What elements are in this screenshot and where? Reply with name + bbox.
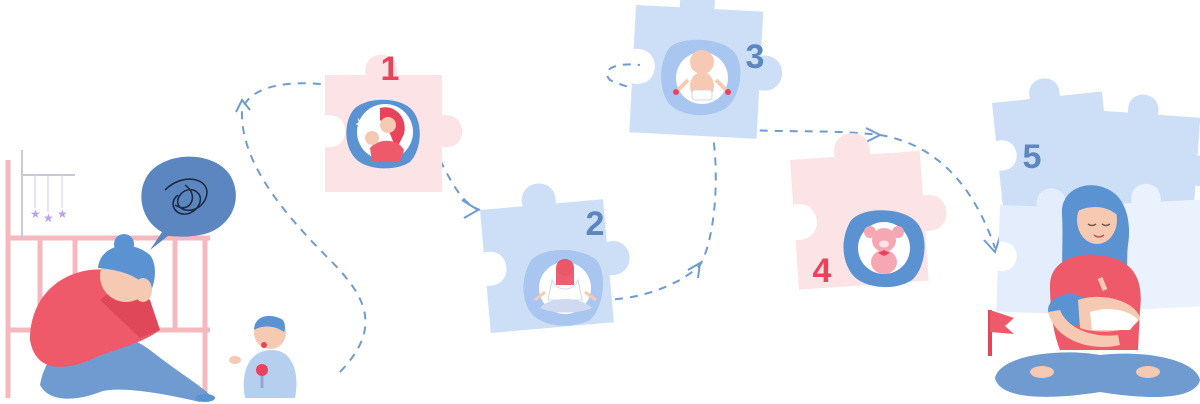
worry-speech-bubble — [141, 156, 236, 250]
music-note-icon: ♪ — [355, 114, 361, 128]
crying-baby — [229, 315, 297, 398]
mother-breastfeeding-icon — [995, 185, 1200, 397]
arrowheads — [235, 98, 1001, 279]
star-icon: ★ — [30, 207, 41, 221]
rattle-icon — [256, 364, 268, 376]
journey-path — [240, 63, 996, 373]
mother-singing-to-baby-icon: ♪ — [346, 99, 420, 169]
star-icon: ★ — [57, 207, 68, 221]
happy-baby-icon — [661, 39, 741, 116]
step-number-1: 1 — [381, 50, 400, 88]
star-icon: ★ — [43, 211, 54, 225]
step-number-2: 2 — [586, 205, 605, 243]
step-number-3: 3 — [746, 38, 765, 76]
sad-mother — [30, 234, 215, 402]
step-number-4: 4 — [813, 252, 832, 290]
meditating-woman-icon — [523, 250, 604, 326]
crib-mobile: ★ ★ ★ — [21, 150, 75, 240]
step-number-5: 5 — [1023, 138, 1042, 176]
finish-flag-icon — [988, 310, 1014, 356]
scribble-icon — [164, 178, 208, 215]
teddy-bear-icon — [843, 210, 925, 288]
